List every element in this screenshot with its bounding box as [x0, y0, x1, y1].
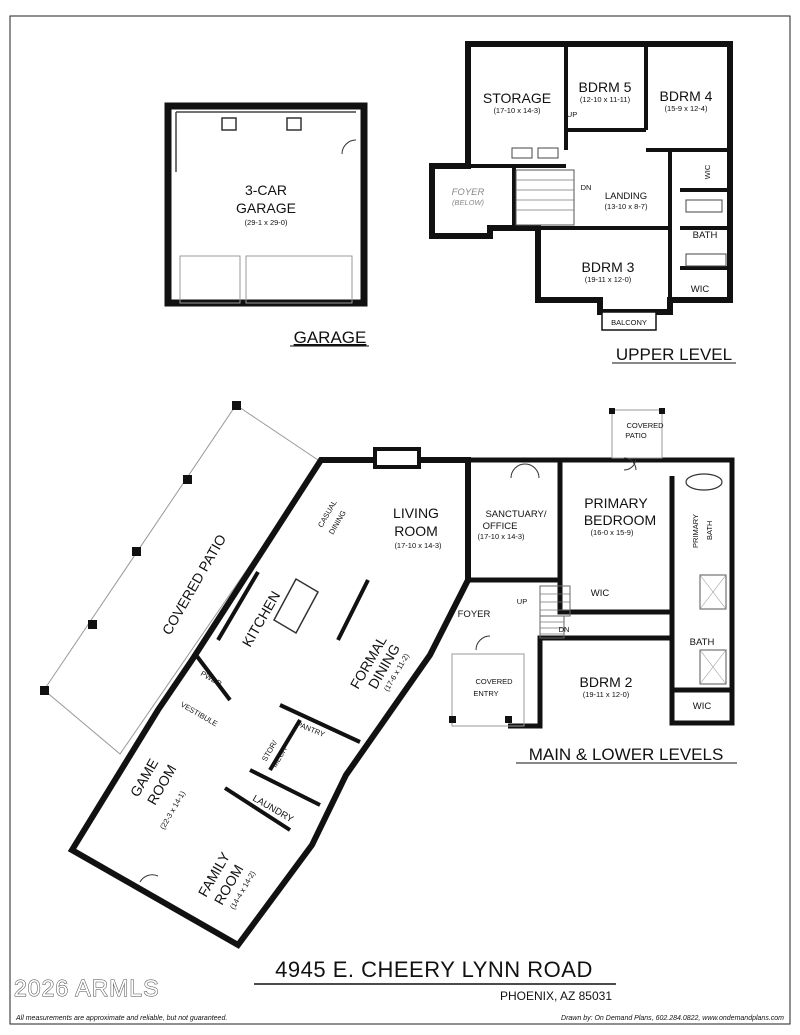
upper-wic-label: WIC [691, 284, 710, 295]
garage-name-2: GARAGE [236, 200, 296, 216]
primary-bedroom-line2: BEDROOM [584, 512, 656, 528]
bdrm2-dims: (19-11 x 12-0) [583, 690, 630, 699]
balcony-box [601, 311, 657, 331]
primary-bath-line2: BATH [705, 521, 714, 540]
main-wic-label: WIC [591, 588, 610, 599]
bdrm3-label: BDRM 3 [582, 259, 635, 275]
main-level-plan: COVERED PATIO CASUAL DINING KITCHEN LIVI… [40, 401, 737, 949]
upper-dn-label: DN [581, 183, 592, 192]
covered-entry-line1: COVERED [475, 677, 513, 686]
balcony-label: BALCONY [611, 318, 647, 327]
garage-door-2 [245, 255, 353, 304]
landing-label: LANDING [605, 191, 647, 202]
main-bath-label: BATH [690, 637, 715, 648]
address-street: 4945 E. CHEERY LYNN ROAD [275, 957, 593, 982]
small-patio-line2: PATIO [625, 431, 647, 440]
main-up-label: UP [517, 597, 527, 606]
bdrm4-dims: (15-9 x 12-4) [665, 104, 708, 113]
upper-bath-label: BATH [693, 230, 718, 241]
main-wic2-label: WIC [693, 701, 712, 712]
main-foyer-label: FOYER [458, 609, 491, 620]
storage-label: STORAGE [483, 90, 551, 106]
sanctuary-dims: (17-10 x 14-3) [477, 532, 525, 541]
main-right-wing-walls [468, 457, 735, 729]
bdrm5-dims: (12-10 x 11-11) [580, 95, 631, 104]
upper-outer-walls [429, 41, 733, 315]
pwdr-label: PWDR [199, 669, 224, 689]
kitchen-label: KITCHEN [239, 588, 284, 649]
upper-foyer-label: FOYER [452, 187, 485, 198]
upper-level-plan: STORAGE (17-10 x 14-3) BDRM 5 (12-10 x 1… [429, 41, 736, 364]
garage-light [221, 117, 237, 131]
upper-up-label: UP [567, 110, 577, 119]
footer-credit: Drawn by: On Demand Plans, 602.284.0822,… [561, 1015, 784, 1022]
address-city: PHOENIX, AZ 85031 [500, 989, 612, 1003]
main-dn-label: DN [559, 625, 570, 634]
garage-name-1: 3-CAR [245, 182, 287, 198]
covered-patio-outline [43, 404, 322, 755]
watermark: 2026 ARMLS [14, 975, 160, 1001]
upper-wic-top-label: WIC [703, 164, 712, 179]
primary-patio-outline [611, 409, 663, 459]
storage-dims: (17-10 x 14-3) [493, 106, 541, 115]
vestibule-label: VESTIBULE [179, 700, 219, 728]
living-room-dims: (17-10 x 14-3) [394, 541, 442, 550]
landing-dims: (13-10 x 8-7) [605, 202, 648, 211]
main-level-label: MAIN & LOWER LEVELS [529, 745, 724, 764]
living-room-line1: LIVING [393, 505, 439, 521]
title-block: 4945 E. CHEERY LYNN ROAD PHOENIX, AZ 850… [14, 957, 785, 1022]
covered-entry-outline [451, 653, 525, 727]
bdrm4-label: BDRM 4 [660, 88, 713, 104]
sanctuary-line2: OFFICE [483, 521, 518, 532]
upper-foyer-note: (BELOW) [452, 198, 485, 207]
footer-disclaimer: All measurements are approximate and rel… [15, 1015, 227, 1022]
sheet-border [9, 15, 791, 1025]
primary-tub [685, 473, 723, 491]
sanctuary-line1: SANCTUARY/ [485, 509, 546, 520]
garage-door-1 [179, 255, 241, 304]
bdrm5-label: BDRM 5 [579, 79, 632, 95]
kitchen-island [272, 577, 320, 635]
fireplace [373, 447, 421, 469]
garage-dims: (29-1 x 29-0) [245, 218, 288, 227]
living-room-line2: ROOM [394, 523, 438, 539]
garage-light-2 [286, 117, 302, 131]
primary-bath-line1: PRIMARY [691, 514, 700, 548]
primary-bedroom-dims: (16-0 x 15-9) [591, 528, 634, 537]
bdrm2-label: BDRM 2 [580, 674, 633, 690]
upper-level-label: UPPER LEVEL [616, 345, 732, 364]
covered-entry-line2: ENTRY [473, 689, 498, 698]
garage-plan: 3-CAR GARAGE (29-1 x 29-0) GARAGE [164, 102, 369, 347]
primary-bedroom-line1: PRIMARY [584, 495, 648, 511]
garage-level-label: GARAGE [294, 328, 367, 347]
main-angled-wing-walls [67, 457, 471, 949]
small-patio-line1: COVERED [626, 421, 664, 430]
bdrm3-dims: (19-11 x 12-0) [585, 275, 632, 284]
